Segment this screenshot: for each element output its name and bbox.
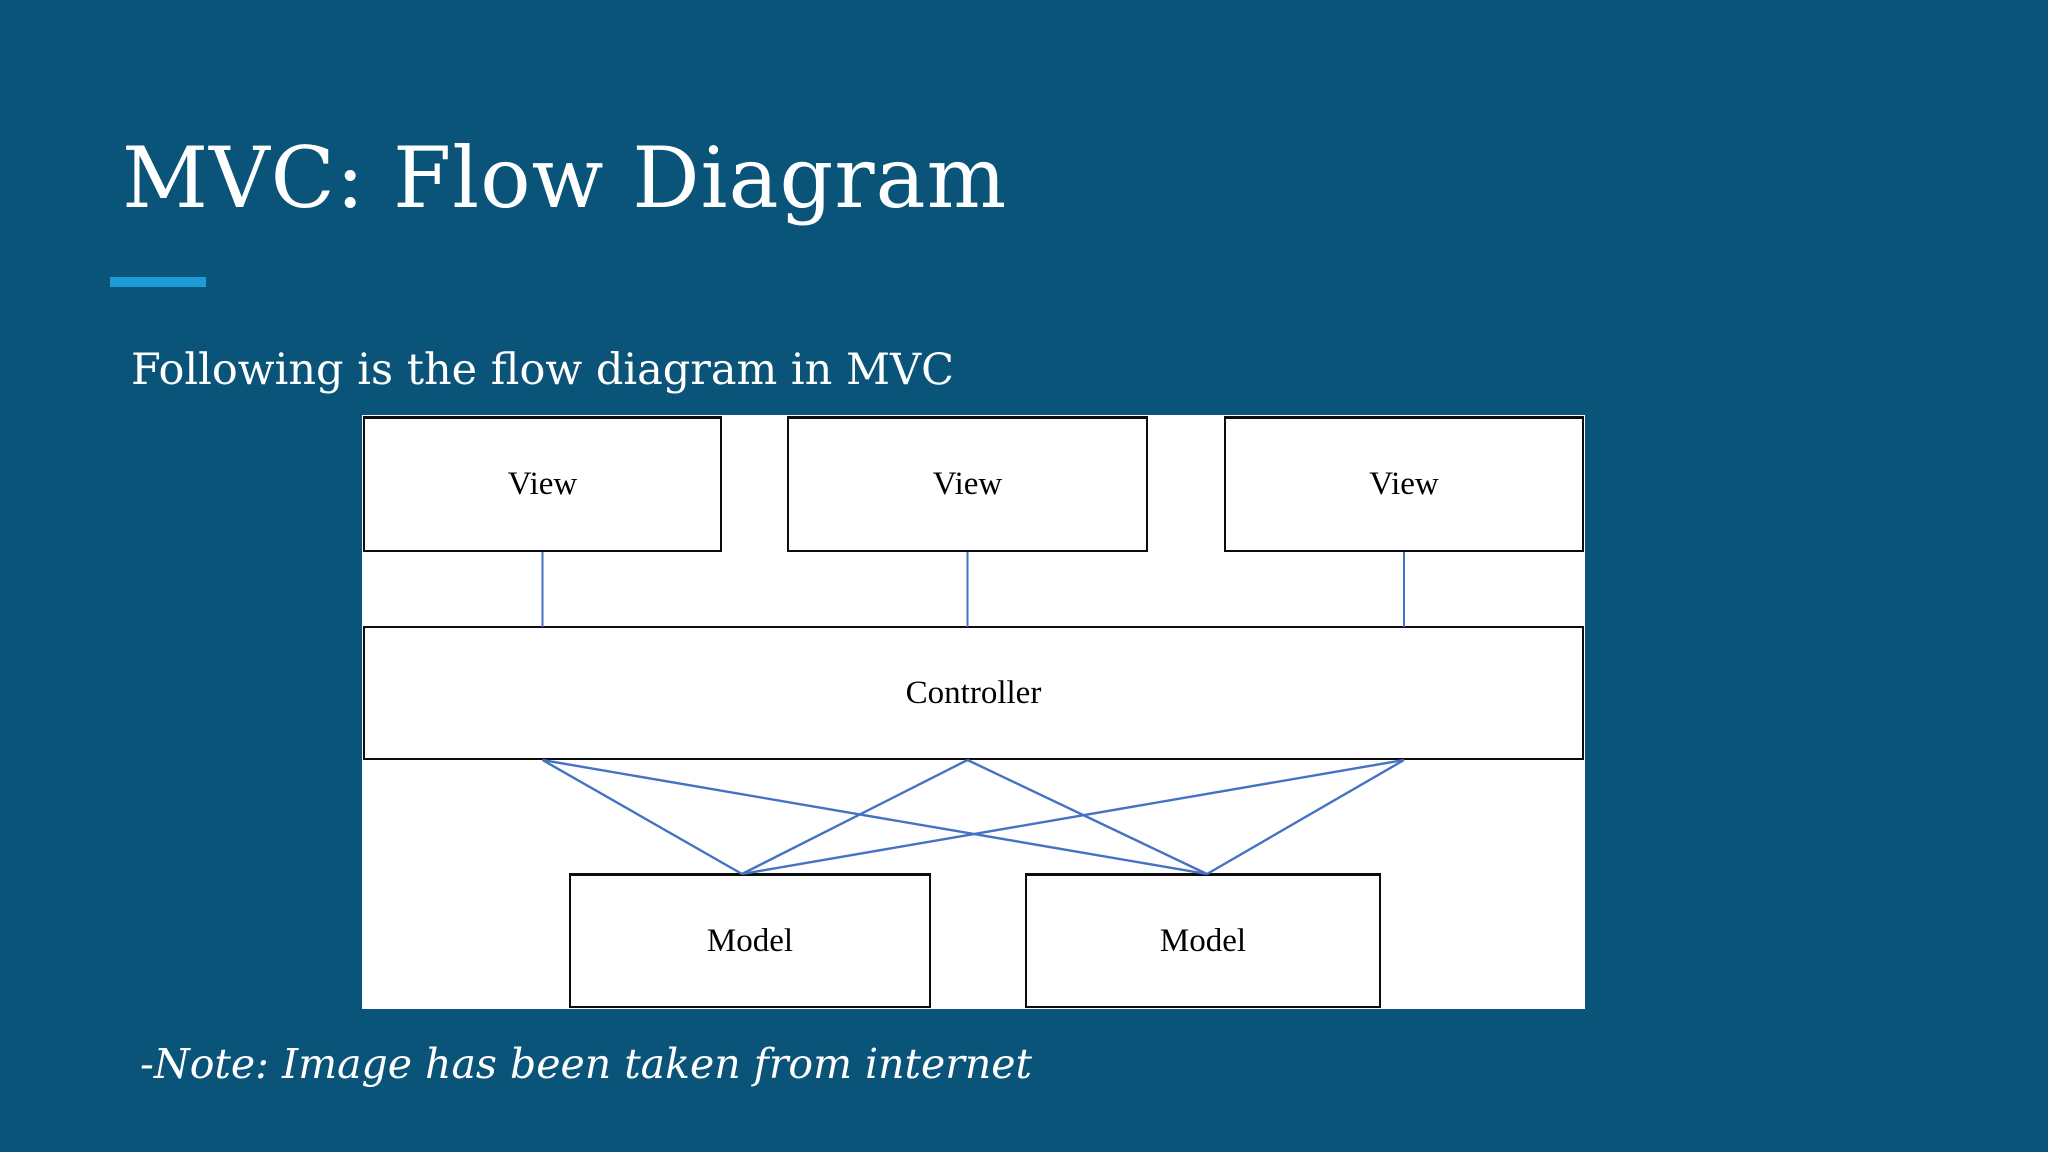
- slide-title: MVC: Flow Diagram: [122, 129, 1008, 227]
- controller-right-to-model2-line: [1206, 758, 1405, 876]
- model-box-1-label: Model: [706, 922, 794, 959]
- model-box-1: Model: [569, 873, 931, 1008]
- slide-subtitle: Following is the flow diagram in MVC: [131, 345, 955, 395]
- slide-note: -Note: Image has been taken from interne…: [140, 1040, 1033, 1088]
- connector-lines: [541, 552, 1405, 876]
- mvc-flow-diagram: View View View Controller Model Model: [362, 415, 1585, 1009]
- view-box-1: View: [363, 416, 722, 552]
- controller-left-to-model1-line: [541, 758, 743, 876]
- view-box-1-label: View: [507, 466, 578, 502]
- controller-right-to-model1-line: [741, 758, 1405, 876]
- view-box-2: View: [787, 416, 1148, 552]
- model-box-2-label: Model: [1159, 922, 1247, 959]
- title-accent-bar: [110, 277, 206, 287]
- controller-center-to-model2-line: [966, 758, 1208, 876]
- view-box-2-label: View: [932, 466, 1003, 502]
- controller-box-label: Controller: [905, 674, 1042, 711]
- controller-box: Controller: [363, 626, 1584, 760]
- view-box-3-label: View: [1369, 466, 1439, 502]
- controller-left-to-model2-line: [542, 758, 1208, 876]
- view-box-3: View: [1224, 416, 1584, 552]
- controller-center-to-model1-line: [741, 758, 969, 876]
